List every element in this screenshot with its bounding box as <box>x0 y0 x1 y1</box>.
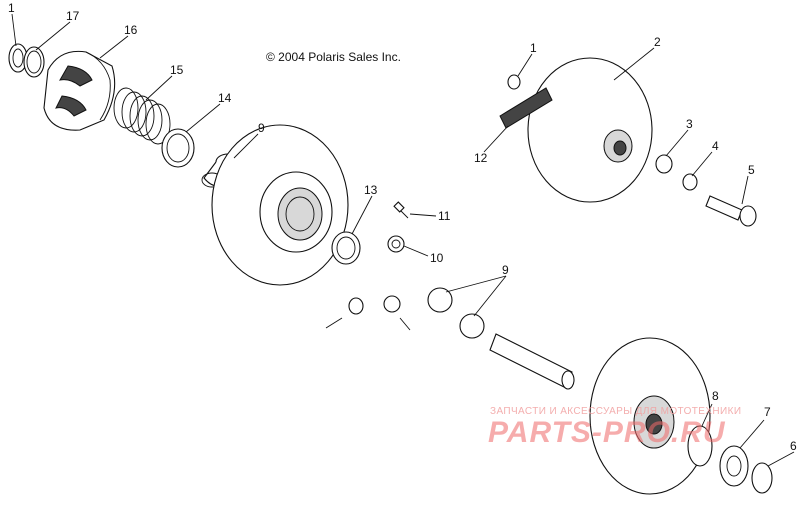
moveable-sheave <box>211 124 349 286</box>
callout-14: 14 <box>218 91 232 105</box>
callout-4: 4 <box>712 139 719 153</box>
callout-15: 15 <box>170 63 184 77</box>
leader-lines <box>11 13 795 467</box>
part-8-washer <box>687 425 713 467</box>
part-13-bushing <box>331 231 361 265</box>
part-10-roller <box>387 235 405 253</box>
watermark-logo: PARTS-PRO.RU <box>488 416 726 449</box>
part-6-snap-ring-lower <box>751 462 773 494</box>
callout-13: 13 <box>364 183 378 197</box>
callout-7: 7 <box>764 405 771 419</box>
part-11-screw <box>393 201 409 219</box>
part-16-cam <box>43 50 116 131</box>
part-17-washer <box>23 46 45 78</box>
part-15-spring <box>113 87 171 145</box>
small-hardware <box>325 295 411 331</box>
callout-16: 16 <box>124 23 138 37</box>
part-2-cover <box>527 57 653 203</box>
part-14-ring <box>161 128 195 168</box>
part-12-strip <box>499 87 553 129</box>
callout-3: 3 <box>686 117 693 131</box>
callout-numbers: 1 17 16 15 14 9 13 11 10 9 1 12 2 3 4 5 … <box>8 1 797 453</box>
part-3-washer <box>655 154 673 174</box>
watermark-tagline: ЗАПЧАСТИ И АКСЕССУАРЫ ДЛЯ МОТОТЕХНИКИ <box>490 406 742 417</box>
callout-8: 8 <box>712 389 719 403</box>
part-4-nut <box>682 173 698 191</box>
callout-6-bottom: 6 <box>790 439 797 453</box>
copyright-notice: © 2004 Polaris Sales Inc. <box>266 50 401 64</box>
callout-5: 5 <box>748 163 755 177</box>
callout-6-top: 1 <box>8 1 15 15</box>
callout-1: 1 <box>530 41 537 55</box>
callout-9-upper: 9 <box>258 121 265 135</box>
callout-12: 12 <box>474 151 488 165</box>
part-7-plate <box>719 445 749 487</box>
part-9-bushings-lower <box>427 287 485 339</box>
stationary-sheave <box>589 337 711 495</box>
callout-2: 2 <box>654 35 661 49</box>
callout-10: 10 <box>430 251 444 265</box>
callout-9-lower: 9 <box>502 263 509 277</box>
part-1-washer <box>507 74 521 90</box>
callout-17: 17 <box>66 9 80 23</box>
callout-11: 11 <box>438 209 451 223</box>
driven-shaft <box>489 333 575 390</box>
part-5-bolt <box>705 195 757 227</box>
